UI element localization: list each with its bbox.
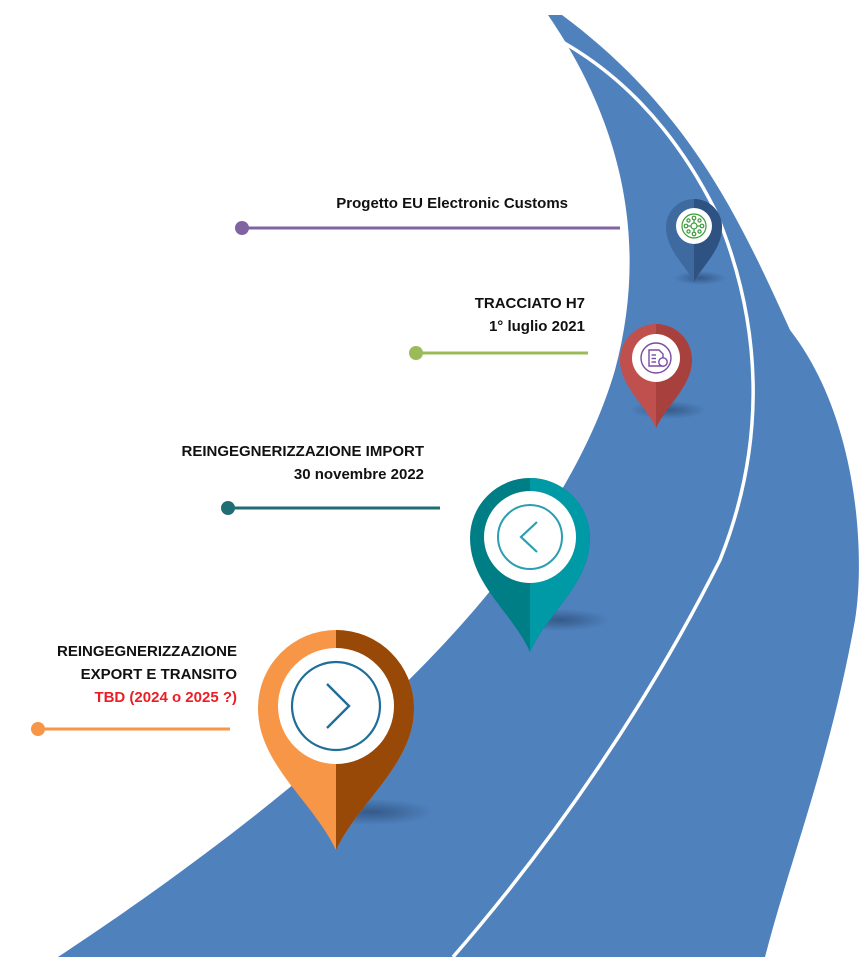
milestone-2-pin: [620, 324, 706, 428]
milestone-1-title: Progetto EU Electronic Customs: [336, 195, 568, 212]
chevron-left-icon: [519, 521, 538, 553]
milestone-1-connector: [235, 221, 620, 235]
road: [58, 15, 859, 957]
milestone-4-date: TBD (2024 o 2025 ?): [94, 689, 237, 706]
milestone-3-title: REINGEGNERIZZAZIONE IMPORT: [181, 443, 424, 460]
milestone-4-connector: [31, 722, 230, 736]
milestone-3-connector: [221, 501, 440, 515]
chevron-right-icon: [326, 683, 351, 729]
network-hub-icon: [681, 213, 707, 239]
milestone-4-title: REINGEGNERIZZAZIONE: [56, 643, 237, 660]
milestone-1-pin: [666, 199, 726, 285]
document-money-icon: [640, 342, 672, 374]
road-center-line: [451, 18, 755, 957]
milestone-4-subtitle: EXPORT E TRANSITO: [80, 666, 237, 683]
milestone-3-date: 30 novembre 2022: [293, 466, 424, 483]
milestone-1-label: Progetto EU Electronic Customs: [336, 192, 568, 215]
milestone-2-label: TRACCIATO H7 1° luglio 2021: [475, 292, 585, 338]
milestone-2-date: 1° luglio 2021: [488, 318, 585, 335]
milestone-3-label: REINGEGNERIZZAZIONE IMPORT 30 novembre 2…: [181, 440, 424, 486]
milestone-4-label: REINGEGNERIZZAZIONE EXPORT E TRANSITO TB…: [57, 640, 237, 709]
milestone-4-pin: [258, 630, 434, 850]
milestone-2-title: TRACCIATO H7: [474, 295, 585, 312]
milestone-2-connector: [409, 346, 588, 360]
milestone-3-pin: [470, 478, 610, 652]
